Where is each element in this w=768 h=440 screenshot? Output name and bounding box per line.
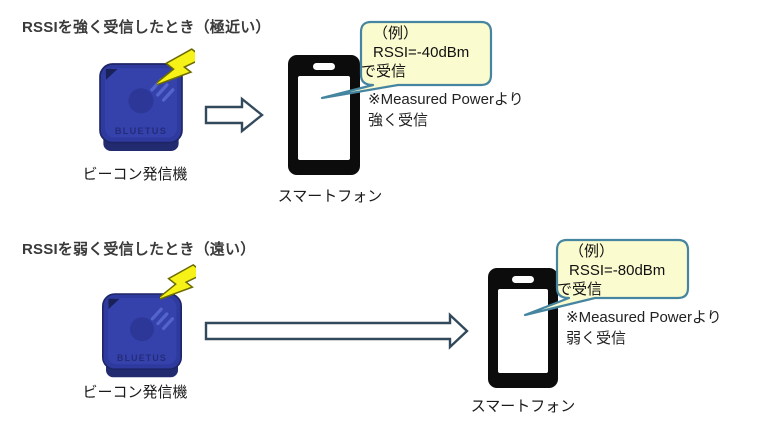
- smartphone-label: スマートフォン: [277, 188, 383, 205]
- beacon-label: ビーコン発信機: [82, 384, 188, 401]
- note-line-2: 強く受信: [368, 112, 429, 129]
- callout-example-line: （例）: [569, 243, 615, 260]
- section-title-weak-rssi: RSSIを弱く受信したとき（遠い）: [22, 241, 256, 258]
- smartphone-label: スマートフォン: [470, 398, 576, 415]
- beacon-brand-text: BLUETUS: [115, 126, 167, 136]
- note-line-2: 弱く受信: [566, 330, 627, 347]
- note-line-1: ※Measured Powerより: [368, 91, 524, 108]
- lightning-bolt-icon: [157, 48, 195, 88]
- phone-screen: [298, 76, 350, 160]
- measured-power-note: ※Measured Powerより 弱く受信: [566, 307, 722, 349]
- callout-received-line: で受信: [557, 281, 603, 298]
- phone-screen: [498, 289, 548, 373]
- beacon-corner-notch: [108, 298, 120, 310]
- measured-power-note: ※Measured Powerより 強く受信: [368, 89, 524, 131]
- section-title-strong-rssi: RSSIを強く受信したとき（極近い）: [22, 19, 271, 36]
- long-arrow: [204, 312, 469, 350]
- short-arrow: [204, 96, 264, 134]
- callout-example-line: （例）: [373, 25, 419, 42]
- beacon-center-dot: [128, 88, 154, 114]
- beacon-device-illustration: BLUETUS: [102, 293, 182, 378]
- rssi-callout-text: （例） RSSI=-80dBm で受信: [557, 242, 688, 299]
- smartphone-illustration: [488, 268, 558, 388]
- callout-received-line: で受信: [361, 63, 407, 80]
- beacon-center-dot: [130, 317, 154, 342]
- beacon-label: ビーコン発信機: [82, 166, 188, 183]
- lightning-bolt-icon: [160, 263, 196, 302]
- note-line-1: ※Measured Powerより: [566, 309, 722, 326]
- smartphone-illustration: [288, 55, 360, 175]
- phone-speaker: [512, 276, 534, 283]
- rssi-callout-text: （例） RSSI=-40dBm で受信: [361, 24, 491, 81]
- beacon-brand-text: BLUETUS: [117, 353, 167, 363]
- beacon-signal-stripes: [150, 307, 174, 331]
- rssi-callout-bubble: [320, 20, 493, 100]
- callout-rssi-value: RSSI=-40dBm: [373, 44, 470, 61]
- phone-speaker: [313, 63, 335, 70]
- callout-rssi-value: RSSI=-80dBm: [569, 262, 666, 279]
- rssi-callout-bubble: [523, 238, 690, 317]
